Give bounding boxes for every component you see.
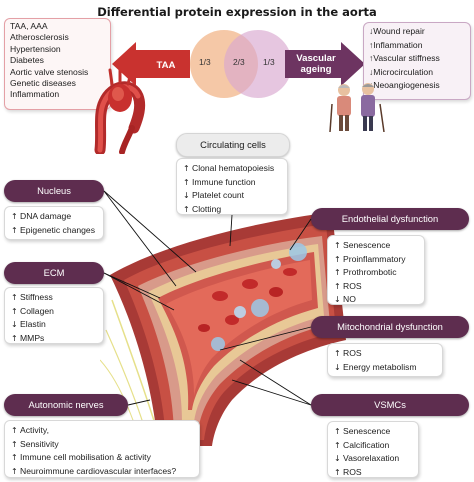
ageing-effect-item: ↓Microcirculation xyxy=(369,66,433,77)
figure-title: Differential protein expression in the a… xyxy=(97,5,377,19)
vsmcs-box: ↑Senescence ↑Calcification ↓Vasorelaxati… xyxy=(327,421,419,478)
ageing-effect-item: ↓Wound repair xyxy=(369,26,425,36)
condition-item: Inflammation xyxy=(10,89,60,100)
conditions-box xyxy=(4,18,111,110)
circulating-cells-item: ↑Clonal hematopoiesis xyxy=(183,163,275,173)
conditions-list: TAA, AAA Atherosclerosis Hypertension Di… xyxy=(10,21,88,101)
ecm-box: ↑Stiffness ↑Collagen ↓Elastin ↑MMPs xyxy=(4,287,104,344)
endothelial-item: ↑Prothrombotic xyxy=(334,267,397,278)
ageing-effects-box xyxy=(363,22,471,100)
condition-item: TAA, AAA xyxy=(10,21,48,31)
endothelial-item: ↑Proinflammatory xyxy=(334,253,406,264)
autonomic-nerves-item: ↑Activity, xyxy=(11,425,49,435)
condition-item: Hypertension xyxy=(10,43,61,54)
endothelial-dysfunction-label: Endothelial dysfunction xyxy=(311,208,469,230)
venn-diagram xyxy=(190,30,292,98)
taa-label: TAA xyxy=(156,60,176,71)
autonomic-nerves-item: ↑Sensitivity xyxy=(11,438,59,449)
vascular-ageing-label: Vascular ageing xyxy=(296,53,336,75)
circulating-cells-item: ↑Immune function xyxy=(183,176,256,187)
condition-item: Aortic valve stenosis xyxy=(10,66,89,77)
endothelial-item: ↓NO xyxy=(334,294,356,305)
ecm-item: ↑Stiffness xyxy=(11,292,53,302)
autonomic-nerves-box: ↑Activity, ↑Sensitivity ↑Immune cell mob… xyxy=(4,420,200,478)
autonomic-nerves-label: Autonomic nerves xyxy=(4,394,128,416)
endothelial-dysfunction-box: ↑Senescence ↑Proinflammatory ↑Prothrombo… xyxy=(327,235,425,305)
vsmcs-item: ↓Vasorelaxation xyxy=(334,453,400,464)
autonomic-nerves-item: ↑Neuroimmune cardiovascular interfaces? xyxy=(11,465,177,476)
nucleus-label: Nucleus xyxy=(4,180,104,202)
endothelial-item: ↑Senescence xyxy=(334,240,391,250)
ecm-item: ↑MMPs xyxy=(11,332,45,343)
vsmcs-item: ↑ROS xyxy=(334,466,362,477)
ecm-item: ↓Elastin xyxy=(11,319,46,330)
vsmcs-label: VSMCs xyxy=(311,394,469,416)
condition-item: Diabetes xyxy=(10,55,44,66)
circulating-cells-label: Circulating cells xyxy=(176,133,290,157)
ageing-effect-item: ↑Vascular stiffness xyxy=(369,53,440,64)
vsmcs-item: ↑Calcification xyxy=(334,439,390,450)
mitochondrial-item: ↑ROS xyxy=(334,348,362,358)
venn-left-label: 1/3 xyxy=(199,57,211,67)
ecm-item: ↑Collagen xyxy=(11,305,54,316)
autonomic-nerves-item: ↑Immune cell mobilisation & activity xyxy=(11,452,151,463)
vascular-ageing-arrow-icon xyxy=(285,42,365,86)
nucleus-item: ↑DNA damage xyxy=(11,211,72,221)
ageing-effect-item: ↑Inflammation xyxy=(369,39,423,50)
nucleus-box: ↑DNA damage ↑Epigenetic changes xyxy=(4,206,104,240)
venn-right-label: 1/3 xyxy=(263,57,275,67)
elderly-couple-icon xyxy=(329,83,385,132)
mitochondrial-dysfunction-box: ↑ROS ↓Energy metabolism xyxy=(327,343,443,377)
mitochondrial-item: ↓Energy metabolism xyxy=(334,361,417,372)
mitochondrial-dysfunction-label: Mitochondrial dysfunction xyxy=(311,316,469,338)
taa-arrow-icon xyxy=(112,42,190,86)
condition-item: Atherosclerosis xyxy=(10,32,69,43)
ecm-label: ECM xyxy=(4,262,104,284)
condition-item: Genetic diseases xyxy=(10,78,76,89)
venn-middle-label: 2/3 xyxy=(233,57,245,67)
nucleus-item: ↑Epigenetic changes xyxy=(11,224,96,235)
endothelial-item: ↑ROS xyxy=(334,280,362,291)
vsmcs-item: ↑Senescence xyxy=(334,426,391,436)
